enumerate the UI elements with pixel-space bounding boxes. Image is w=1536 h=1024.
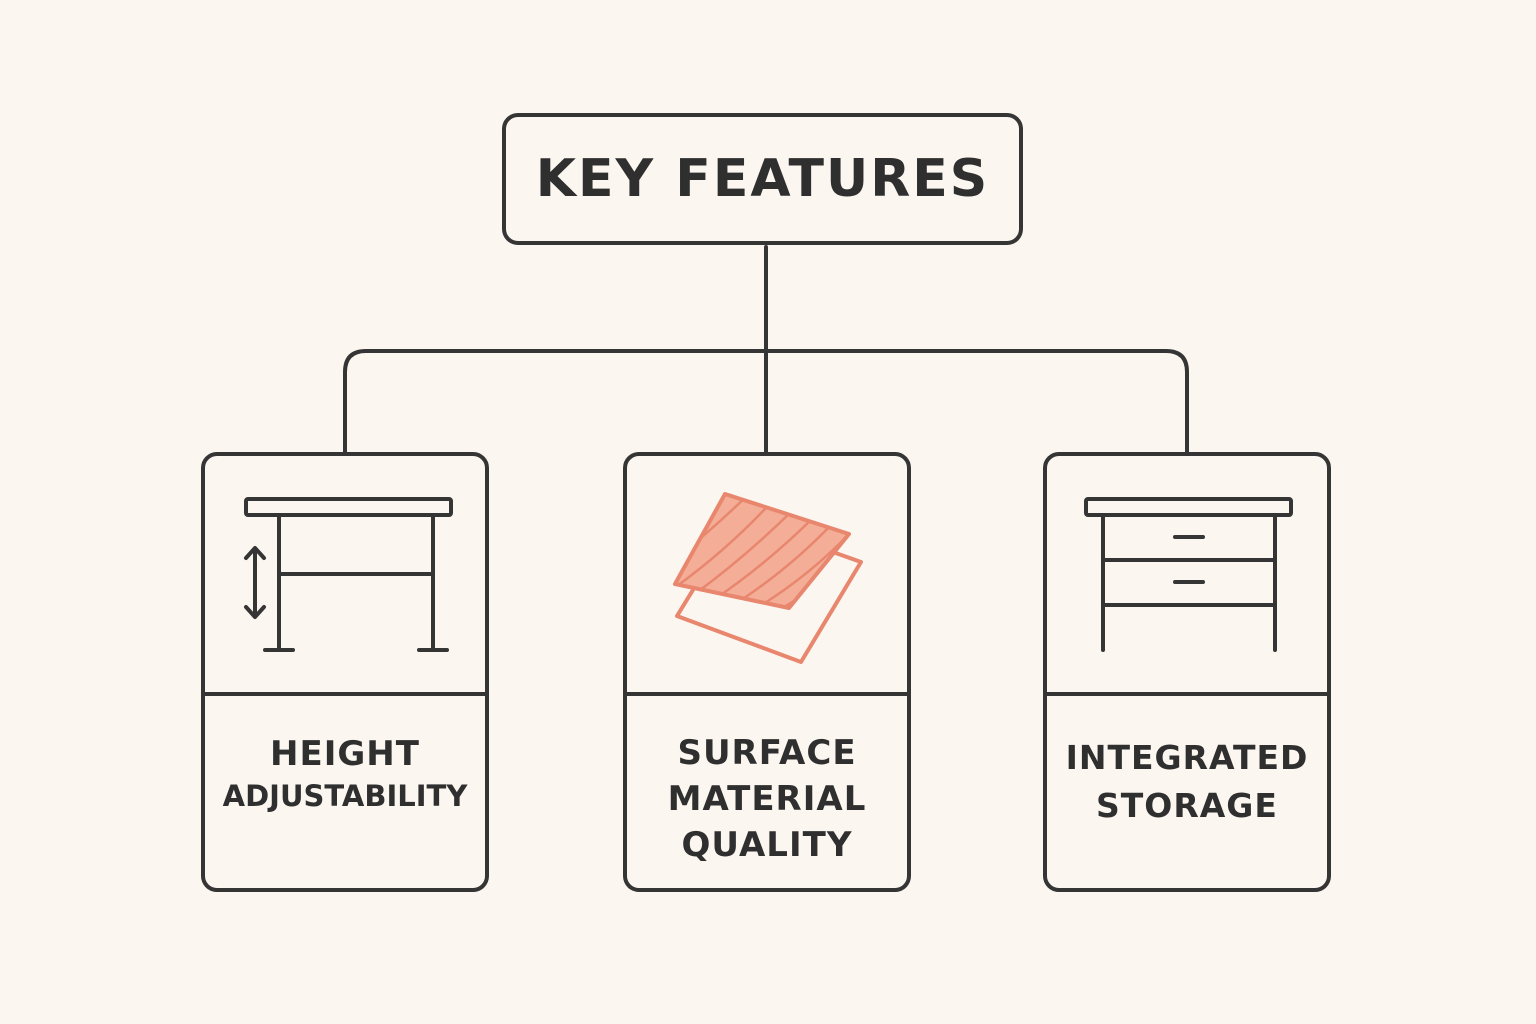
feature-card-height-adjustability: HEIGHT ADJUSTABILITY [201,452,489,892]
feature-label-line: HEIGHT [270,734,420,774]
feature-label-line: INTEGRATED [1065,738,1309,777]
feature-label: SURFACE MATERIAL QUALITY [627,696,907,888]
feature-card-integrated-storage: INTEGRATED STORAGE [1043,452,1331,892]
connector-branch [343,349,1189,454]
feature-label: HEIGHT ADJUSTABILITY [205,696,485,888]
feature-icon-area [627,456,907,696]
feature-icon-area [1047,456,1327,696]
storage-desk-icon [1084,497,1293,652]
feature-icon-area [205,456,485,696]
surface-material-icon [673,492,863,664]
root-node: KEY FEATURES [502,113,1023,245]
feature-label-line: ADJUSTABILITY [222,778,468,813]
feature-label: INTEGRATED STORAGE [1047,696,1327,888]
diagram-title: KEY FEATURES [535,149,990,209]
adjustable-desk-icon [244,497,453,652]
feature-label-line: SURFACE [677,733,857,773]
feature-label-line: QUALITY [681,825,853,866]
feature-label-line: MATERIAL [667,779,867,820]
feature-label-line: STORAGE [1096,785,1278,825]
feature-card-surface-material-quality: SURFACE MATERIAL QUALITY [623,452,911,892]
